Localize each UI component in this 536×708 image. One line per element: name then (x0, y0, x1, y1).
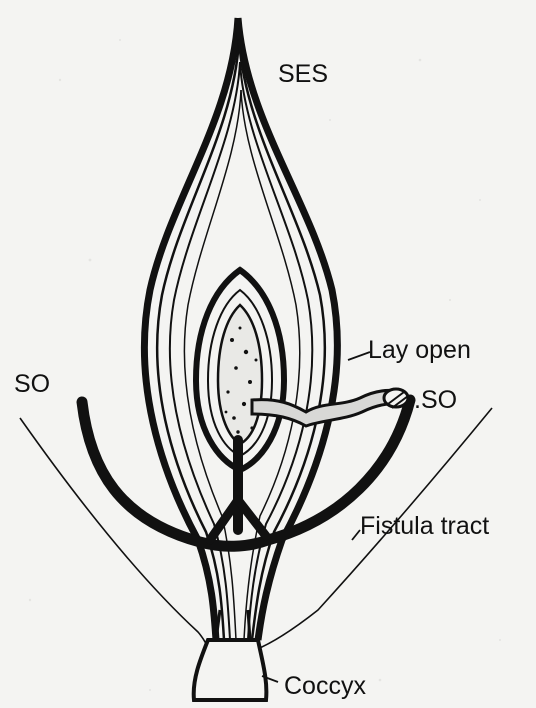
label-so-left: SO (14, 372, 50, 397)
label-coccyx: Coccyx (284, 674, 366, 699)
label-lay-open: Lay open (368, 338, 471, 363)
label-ses: SES (278, 62, 328, 87)
label-so-right: .SO (414, 388, 457, 413)
coccyx-bone (194, 610, 267, 700)
label-fistula-tract: Fistula tract (360, 514, 489, 539)
